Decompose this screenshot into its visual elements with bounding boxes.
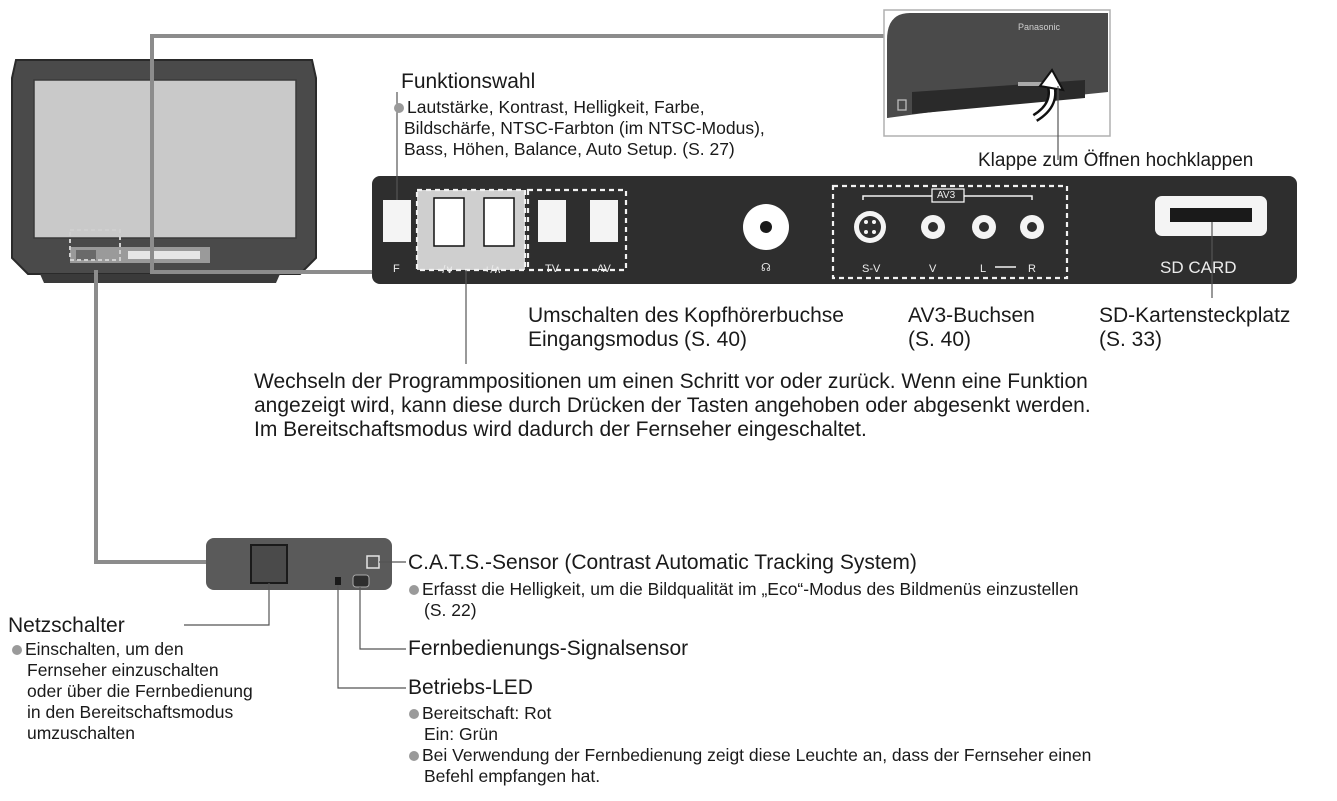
jack-label-r: R xyxy=(1028,263,1036,275)
netzschalter-line3: oder über die Fernbedienung xyxy=(27,681,253,701)
side-panel xyxy=(372,176,1297,284)
kopfhoerer-line1: Kopfhörerbuchse xyxy=(684,304,844,327)
button-label-tv: TV xyxy=(545,263,560,275)
inset-brand-logo: Panasonic xyxy=(1018,22,1061,32)
sd-line2: (S. 33) xyxy=(1099,328,1163,351)
funktionswahl-line2: Bildschärfe, NTSC-Farbton (im NTSC-Modus… xyxy=(404,118,765,138)
button-label-f: F xyxy=(393,263,400,275)
button-label-av: AV xyxy=(597,263,611,275)
umschalten-line1: Umschalten des xyxy=(528,304,679,327)
connector-cables xyxy=(94,34,885,564)
led-line3: Bei Verwendung der Fernbedienung zeigt d… xyxy=(409,745,1091,766)
netzschalter-line4: in den Bereitschaftsmodus xyxy=(27,702,234,722)
jack-label-l: L xyxy=(980,263,987,275)
funktionswahl-line1: Lautstärke, Kontrast, Helligkeit, Farbe, xyxy=(394,97,705,118)
av3-badge-label: AV3 xyxy=(937,190,956,201)
jack-label-v: V xyxy=(929,263,937,275)
wechseln-line1: Wechseln der Programmpositionen um einen… xyxy=(254,370,1088,393)
netzschalter-line2: Fernseher einzuschalten xyxy=(27,660,219,680)
cats-title: C.A.T.S.-Sensor (Contrast Automatic Trac… xyxy=(408,551,917,574)
jack-label-sv: S-V xyxy=(862,263,881,275)
led-line1: Bereitschaft: Rot xyxy=(409,703,551,724)
wechseln-line3: Im Bereitschaftsmodus wird dadurch der F… xyxy=(254,418,867,441)
sensor-box xyxy=(206,538,392,590)
sensor-leader-lines xyxy=(184,561,406,689)
wechseln-line2: angezeigt wird, kann diese durch Drücken… xyxy=(254,394,1091,417)
fernbedienung-label: Fernbedienungs-Signalsensor xyxy=(408,637,689,660)
kopfhoerer-line2: (S. 40) xyxy=(684,328,748,351)
headphone-icon: ☊ xyxy=(761,262,771,274)
sd-line1: SD-Kartensteckplatz xyxy=(1099,304,1291,327)
netzschalter-title: Netzschalter xyxy=(8,614,125,637)
funktionswahl-title: Funktionswahl xyxy=(401,70,536,93)
netzschalter-line1: Einschalten, um den xyxy=(12,639,184,660)
funktionswahl-line3: Bass, Höhen, Balance, Auto Setup. (S. 27… xyxy=(404,139,735,159)
led-title: Betriebs-LED xyxy=(408,676,533,699)
button-label-minus: −/∨ xyxy=(436,264,454,276)
led-line4: Befehl empfangen hat. xyxy=(424,766,601,786)
flap-inset xyxy=(883,9,1111,137)
button-label-plus: +/∧ xyxy=(484,264,502,276)
cats-line1: Erfasst die Helligkeit, um die Bildquali… xyxy=(409,579,1079,600)
netzschalter-line5: umzuschalten xyxy=(27,723,135,743)
led-line2: Ein: Grün xyxy=(424,724,498,744)
av3-line2: (S. 40) xyxy=(908,328,972,351)
klappe-label: Klappe zum Öffnen hochklappen xyxy=(978,150,1254,171)
sd-card-label: SD CARD xyxy=(1160,258,1237,277)
cats-line2: (S. 22) xyxy=(424,600,477,620)
umschalten-line2: Eingangsmodus xyxy=(528,328,679,351)
tv-illustration xyxy=(11,59,317,283)
av3-line1: AV3-Buchsen xyxy=(908,304,1035,327)
